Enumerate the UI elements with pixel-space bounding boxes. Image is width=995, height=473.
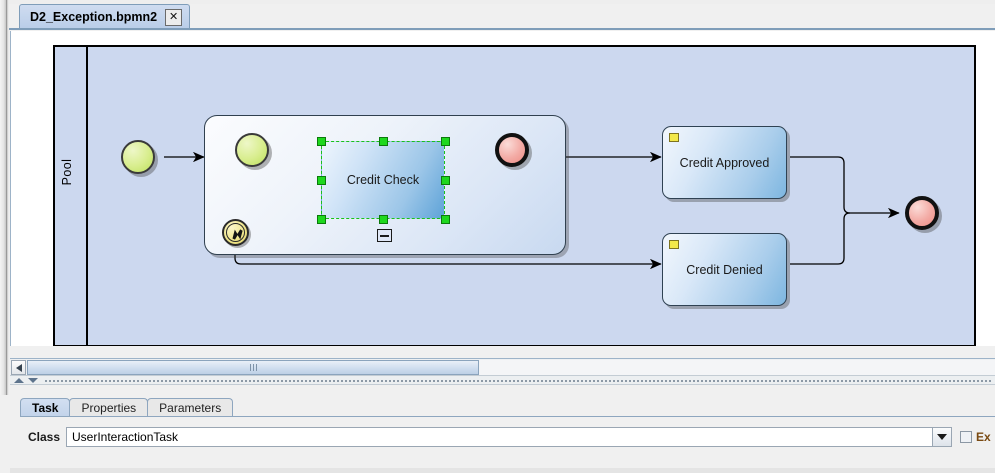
- close-icon[interactable]: ✕: [165, 8, 183, 26]
- document-tab-label: D2_Exception.bpmn2: [30, 10, 158, 24]
- rail-divider: [6, 0, 7, 395]
- resize-handle-e[interactable]: [441, 176, 450, 185]
- boundary-event-inner-ring: [226, 223, 245, 242]
- inner-end-event[interactable]: [495, 133, 529, 167]
- external-checkbox[interactable]: [960, 431, 972, 443]
- resize-handle-w[interactable]: [317, 176, 326, 185]
- resize-handle-ne[interactable]: [441, 137, 450, 146]
- resize-handle-s[interactable]: [379, 215, 388, 224]
- task-credit-check[interactable]: Credit Check: [321, 141, 445, 219]
- collapse-up-icon[interactable]: [14, 377, 24, 383]
- task-credit-approved[interactable]: Credit Approved: [662, 126, 787, 199]
- editor-left-rail: [0, 0, 9, 395]
- scroll-left-button[interactable]: [11, 360, 26, 375]
- panel-split-divider[interactable]: [10, 375, 995, 385]
- external-checkbox-group[interactable]: Ex: [960, 430, 991, 444]
- diagram-canvas[interactable]: Pool: [11, 31, 995, 346]
- divider-grip-dots: [44, 378, 993, 382]
- tab-strip-underline: [9, 28, 995, 30]
- scrollbar-thumb[interactable]: [27, 360, 479, 375]
- tab-strip-background: [9, 0, 995, 4]
- class-combobox[interactable]: UserInteractionTask: [66, 427, 952, 447]
- document-tab-strip: D2_Exception.bpmn2 ✕: [9, 0, 995, 30]
- tab-label: Properties: [81, 401, 137, 415]
- tab-properties[interactable]: Properties: [69, 398, 149, 417]
- collapse-marker-icon[interactable]: [377, 229, 392, 242]
- end-event[interactable]: [905, 196, 939, 230]
- task-label: Credit Denied: [686, 262, 763, 277]
- arrow-left-icon: [15, 363, 22, 372]
- properties-tab-underline: [20, 416, 995, 417]
- chevron-down-icon: [937, 434, 947, 440]
- canvas-horizontal-scrollbar[interactable]: [10, 358, 995, 375]
- resize-handle-n[interactable]: [379, 137, 388, 146]
- resize-handle-nw[interactable]: [317, 137, 326, 146]
- properties-panel-footer: [10, 468, 995, 473]
- class-field-label: Class: [28, 430, 61, 444]
- resize-handle-sw[interactable]: [317, 215, 326, 224]
- grip-line: [252, 364, 254, 371]
- user-task-marker-icon: [669, 133, 679, 142]
- document-tab-d2-exception[interactable]: D2_Exception.bpmn2 ✕: [19, 4, 191, 29]
- class-row: Class UserInteractionTask Ex: [20, 424, 995, 450]
- properties-tab-bar: Task Properties Parameters: [20, 397, 234, 417]
- tab-label: Parameters: [159, 401, 222, 415]
- grip-line: [255, 364, 257, 371]
- task-label: Credit Approved: [679, 155, 770, 170]
- task-credit-denied[interactable]: Credit Denied: [662, 233, 787, 306]
- diagram-canvas-viewport[interactable]: Pool: [10, 31, 995, 346]
- error-boundary-event[interactable]: [222, 219, 249, 246]
- properties-panel: Task Properties Parameters Class UserInt…: [10, 385, 995, 473]
- tab-task[interactable]: Task: [20, 398, 71, 417]
- tab-parameters[interactable]: Parameters: [147, 398, 234, 417]
- pool-lane-separator: [86, 47, 88, 345]
- user-task-marker-icon: [669, 240, 679, 249]
- tab-label: Task: [32, 401, 59, 415]
- class-combobox-dropdown-button[interactable]: [932, 428, 951, 446]
- resize-handle-se[interactable]: [441, 215, 450, 224]
- start-event[interactable]: [121, 140, 155, 174]
- external-checkbox-label: Ex: [976, 430, 991, 444]
- error-zigzag-icon: [232, 229, 243, 240]
- pool-label: Pool: [60, 158, 74, 186]
- grip-line: [249, 364, 251, 371]
- inner-start-event[interactable]: [235, 133, 269, 167]
- class-combobox-value: UserInteractionTask: [72, 430, 179, 444]
- collapse-down-icon[interactable]: [28, 377, 38, 383]
- task-label: Credit Check: [346, 173, 420, 187]
